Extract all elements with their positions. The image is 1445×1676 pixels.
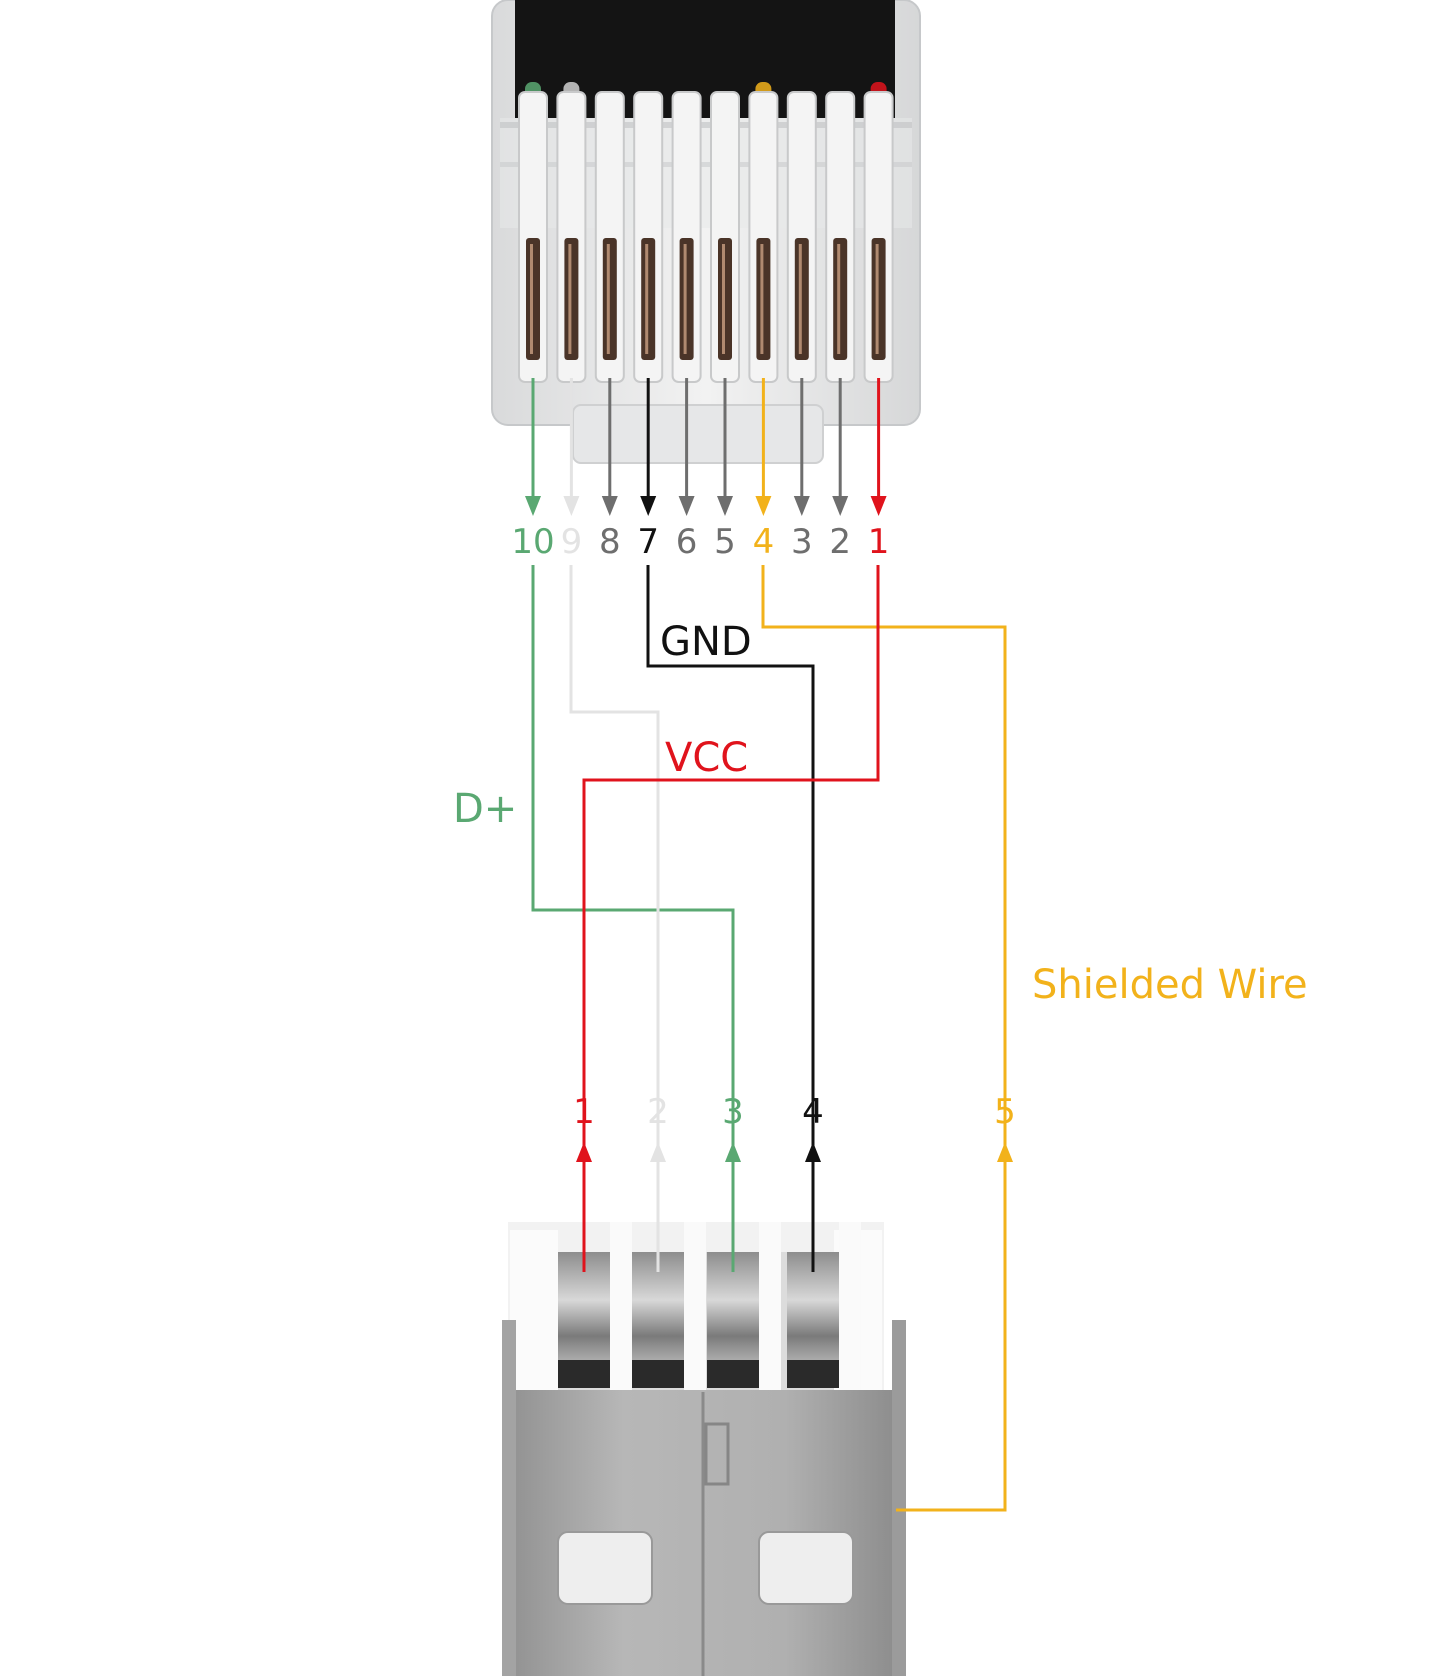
rj-contact — [786, 91, 817, 383]
rj-pin-arrow — [755, 378, 772, 516]
rj-pin-number: 3 — [791, 522, 813, 562]
rj-pin-arrow — [525, 378, 541, 516]
vcc-label: VCC — [665, 735, 748, 781]
gnd-label: GND — [660, 619, 752, 665]
rj-contact — [825, 91, 856, 383]
wire-shield — [761, 565, 1007, 1512]
rj-pin-arrow — [563, 378, 580, 516]
rj-pin-number: 2 — [829, 522, 851, 562]
rj-contact — [518, 82, 548, 383]
wire-gnd — [646, 565, 815, 1272]
rj-pin-arrow — [793, 378, 810, 516]
rj-pin-arrow — [832, 378, 849, 516]
usb-pin-arrow — [805, 1142, 821, 1272]
rj-contact — [748, 82, 779, 383]
usb-pin-arrows — [576, 1142, 1013, 1272]
rj-pin-arrow — [640, 378, 657, 516]
usb-connector — [502, 1222, 906, 1676]
rj-contact — [710, 91, 740, 383]
rj-pin-number: 1 — [868, 522, 890, 562]
rj-pin-number: 6 — [676, 522, 698, 562]
rj-contact — [671, 91, 702, 383]
rj-pin-number: 10 — [511, 522, 554, 562]
rj-pin-number: 5 — [714, 522, 736, 562]
rj-pin-arrow — [678, 378, 695, 516]
usb-pin-arrow — [997, 1142, 1013, 1270]
usb-pin-number: 3 — [722, 1092, 744, 1132]
rj-contacts — [518, 82, 894, 383]
usb-pin-labels: 1 2 3 4 5 — [573, 1092, 1016, 1132]
rj-contact — [633, 91, 664, 383]
usb-pin-arrow — [576, 1142, 592, 1272]
wires — [531, 565, 1007, 1512]
shielded-wire-label: Shielded Wire — [1032, 962, 1308, 1008]
rj-pin-arrow — [601, 378, 618, 516]
rj-pin-number: 8 — [599, 522, 621, 562]
usb-pads — [558, 1222, 861, 1390]
wire-vcc — [582, 565, 880, 1272]
rj-connector — [491, 0, 921, 464]
rj-pin-number: 7 — [637, 522, 659, 562]
rj-pin-arrows — [525, 378, 887, 516]
rj-pin-number: 9 — [561, 522, 583, 562]
wire-d-minus — [569, 565, 660, 1272]
rj-contact — [863, 82, 894, 383]
usb-pin-number: 2 — [647, 1092, 669, 1132]
usb-pin-arrow — [650, 1142, 666, 1272]
rj-pin-arrow — [870, 378, 887, 516]
rj-pin-number: 4 — [753, 522, 775, 562]
wire-dplus — [531, 565, 735, 1272]
usb-pin-number: 4 — [802, 1092, 824, 1132]
usb-pin-number: 1 — [573, 1092, 595, 1132]
dplus-label: D+ — [453, 786, 517, 832]
usb-pin-arrow — [725, 1142, 741, 1272]
usb-pin-number: 5 — [994, 1092, 1016, 1132]
rj-pin-arrow — [717, 378, 733, 516]
rj-contact — [556, 82, 587, 383]
rj-contact — [594, 91, 625, 383]
